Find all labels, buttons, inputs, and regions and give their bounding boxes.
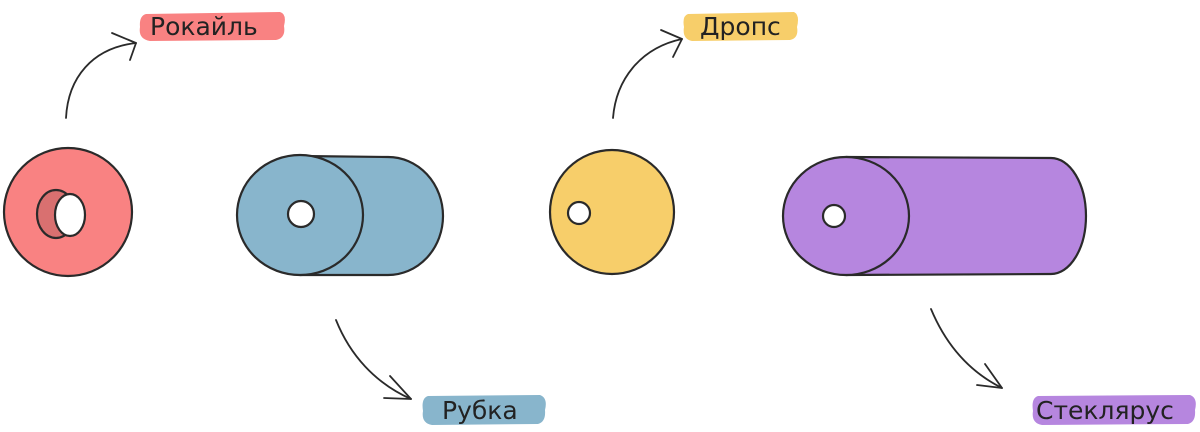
drops-bead (548, 148, 676, 276)
drops-label: Дропс (683, 12, 798, 41)
rocaille-hole (53, 192, 87, 238)
bugle-short-label-highlight (422, 395, 546, 425)
bugle-long-hole (821, 203, 847, 229)
bugle-short-bead (235, 153, 445, 277)
rocaille-label-highlight (139, 12, 285, 41)
rocaille-label: Рокайль (139, 12, 285, 41)
drops-hole (566, 200, 592, 226)
bugle-long-body (844, 155, 1088, 277)
bugle-long-arrowhead (976, 363, 1003, 389)
bugle-long-label-text: Стеклярус (1036, 396, 1174, 425)
rocaille-arrow (65, 42, 137, 119)
drops-label-text: Дропс (700, 12, 781, 41)
drops-arrowhead (660, 29, 683, 58)
bugle-long-arrow (930, 308, 1003, 389)
rocaille-bead (2, 146, 134, 278)
bugle-long-label-highlight (1032, 395, 1196, 425)
bugle-short-label-text: Рубка (442, 396, 518, 425)
bugle-short-arrowhead (383, 375, 412, 400)
bugle-short-arrow (335, 319, 412, 400)
drops-label-highlight (683, 12, 798, 41)
bugle-long-label: Стеклярус (1032, 395, 1196, 425)
drops-arrow (612, 38, 683, 119)
rocaille-arrowhead (111, 32, 137, 61)
bugle-short-hole (286, 199, 316, 229)
bugle-long-bead (781, 155, 1088, 277)
rocaille-label-text: Рокайль (150, 12, 258, 41)
drops-body (548, 148, 676, 276)
bugle-short-label: Рубка (422, 395, 546, 425)
